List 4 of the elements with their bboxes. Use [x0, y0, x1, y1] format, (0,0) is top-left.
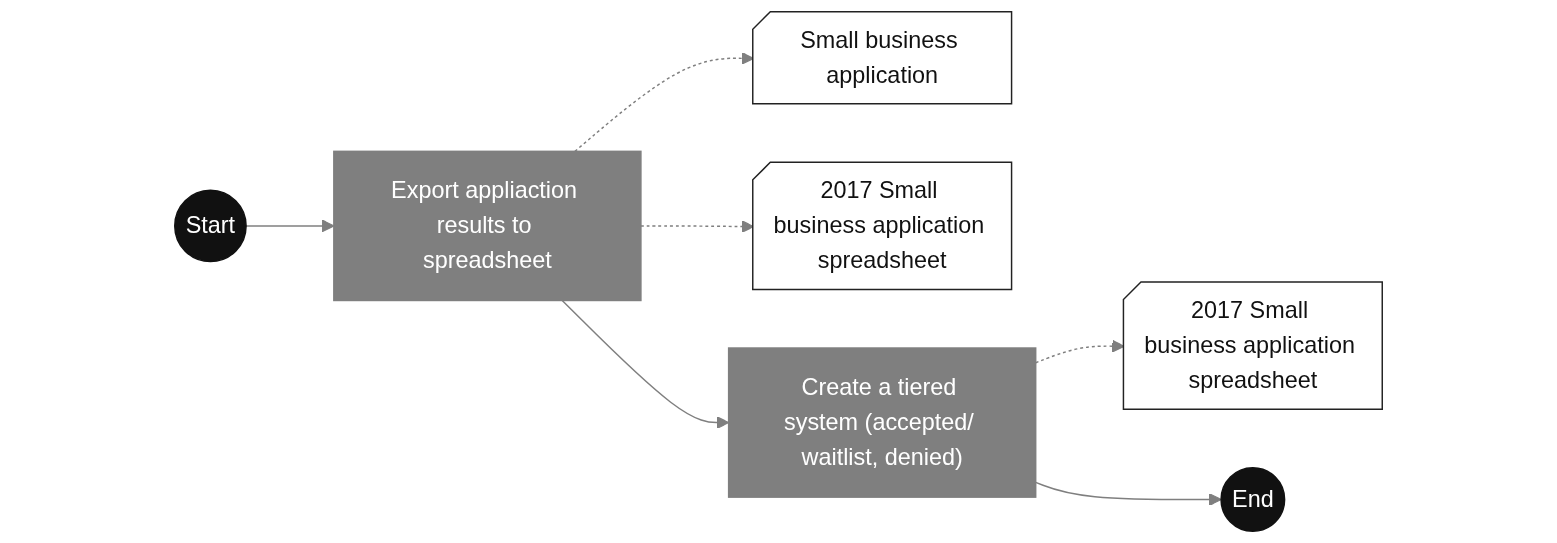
- node-box: Create a tiered system (accepted/ waitlist, denied): [727, 347, 1037, 498]
- node-box: Export appliaction results to spreadsheet: [333, 150, 642, 302]
- node-circle: Start: [174, 189, 247, 263]
- node-circle: End: [1220, 467, 1286, 533]
